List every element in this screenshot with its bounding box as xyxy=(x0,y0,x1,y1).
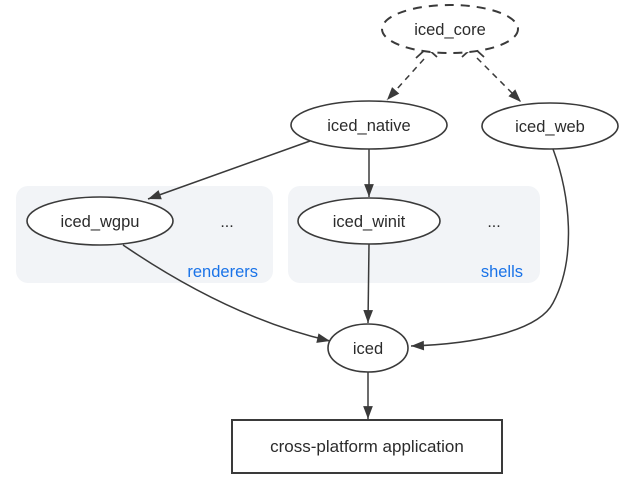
node-iced-core xyxy=(381,4,519,54)
edge-wgpu-to-iced xyxy=(122,244,331,343)
edge-winit-to-iced xyxy=(363,243,374,324)
edge-core-to-native xyxy=(386,58,425,101)
iced-web-label: iced_web xyxy=(515,118,585,136)
node-iced-web xyxy=(481,102,619,150)
cross-platform-application-label: cross-platform application xyxy=(270,437,464,456)
diagram-nodes xyxy=(26,4,619,474)
iced-native-label: iced_native xyxy=(327,117,410,135)
node-iced xyxy=(327,323,409,373)
edge-web-to-iced xyxy=(410,148,570,351)
iced-label: iced xyxy=(353,340,383,358)
node-cross-platform-application xyxy=(231,419,503,474)
node-iced-winit xyxy=(297,197,441,245)
iced-core-label: iced_core xyxy=(414,21,486,39)
edge-core-to-web xyxy=(476,57,522,103)
iced-wgpu-label: iced_wgpu xyxy=(61,213,140,231)
diagram-labels: iced_core iced_native iced_web iced_wgpu… xyxy=(61,21,585,456)
node-iced-wgpu xyxy=(26,196,174,246)
edge-native-to-wgpu xyxy=(147,140,311,200)
renderers-ellipsis: ... xyxy=(220,214,233,231)
shells-ellipsis: ... xyxy=(487,214,500,231)
node-iced-native xyxy=(290,100,448,150)
shells-group-label: shells xyxy=(481,263,523,281)
iced-winit-label: iced_winit xyxy=(333,213,406,231)
renderers-group-label: renderers xyxy=(187,263,258,281)
